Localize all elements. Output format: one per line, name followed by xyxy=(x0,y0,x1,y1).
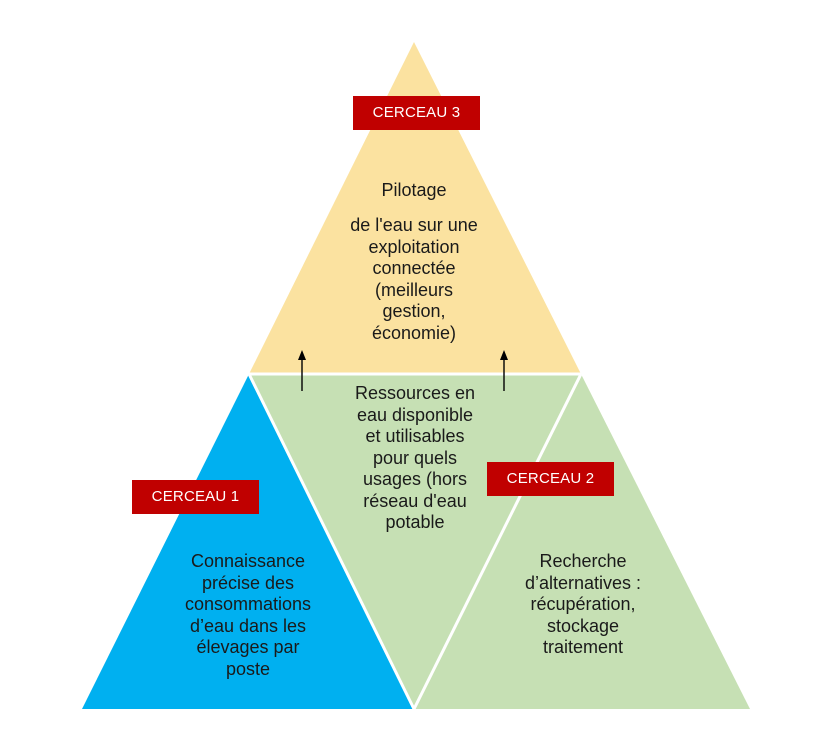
top-section-title: Pilotage xyxy=(381,180,447,200)
middle-inverted-triangle xyxy=(249,374,581,709)
badge-cerceau-1: CERCEAU 1 xyxy=(132,480,259,514)
left-section-body: Connaissance précise des consommations d… xyxy=(184,551,312,679)
separator-left xyxy=(247,373,416,710)
badge-cerceau-2: CERCEAU 2 xyxy=(487,462,614,496)
left-triangle xyxy=(82,374,414,709)
right-section-body: Recherche d’alternatives : récupération,… xyxy=(524,551,642,657)
top-triangle xyxy=(249,42,581,374)
arrow-left xyxy=(298,350,306,391)
right-triangle xyxy=(414,374,750,709)
separator-right xyxy=(412,373,583,710)
middle-section-body: Ressources en eau disponible et utilisab… xyxy=(354,383,476,532)
arrow-right xyxy=(500,350,508,391)
top-section-body: de l'eau sur une exploitation connectée … xyxy=(350,215,478,343)
separator-lines xyxy=(247,372,583,710)
badge-cerceau-3: CERCEAU 3 xyxy=(353,96,480,130)
